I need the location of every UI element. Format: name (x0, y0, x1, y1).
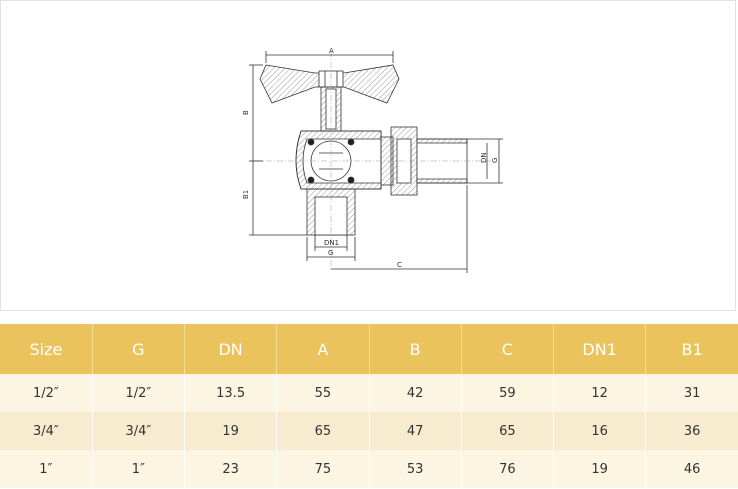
label-G-bottom: G (328, 249, 333, 257)
table-cell: 3/4″ (92, 412, 186, 450)
label-C: C (397, 261, 402, 269)
table-cell: 59 (461, 374, 555, 412)
label-G-right: G (491, 158, 499, 163)
table-cell: 65 (461, 412, 555, 450)
header-size: Size (0, 324, 93, 374)
label-A: A (329, 47, 334, 55)
header-b: B (369, 324, 462, 374)
technical-drawing-panel: A B B1 C DN G DN1 G (0, 0, 736, 311)
label-B: B (242, 110, 250, 115)
specification-table: Size G DN A B C DN1 B1 1/2″ 1/2″ 13.5 55… (0, 324, 738, 488)
table-cell: 1″ (92, 450, 186, 488)
table-cell: 19 (184, 412, 278, 450)
table-header-row: Size G DN A B C DN1 B1 (0, 324, 738, 374)
table-cell: 1/2″ (92, 374, 186, 412)
table-cell: 75 (276, 450, 370, 488)
table-cell: 3/4″ (0, 412, 93, 450)
header-g: G (92, 324, 186, 374)
table-row: 3/4″ 3/4″ 19 65 47 65 16 36 (0, 412, 738, 450)
label-DN: DN (480, 152, 488, 163)
table-cell: 1/2″ (0, 374, 93, 412)
table-cell: 31 (645, 374, 738, 412)
table-cell: 47 (369, 412, 462, 450)
header-b1: B1 (645, 324, 738, 374)
table-cell: 19 (553, 450, 647, 488)
table-cell: 23 (184, 450, 278, 488)
table-cell: 53 (369, 450, 462, 488)
table-cell: 36 (645, 412, 738, 450)
table-cell: 16 (553, 412, 647, 450)
valve-technical-drawing: A B B1 C DN G DN1 G (242, 47, 503, 273)
table-cell: 76 (461, 450, 555, 488)
table-cell: 12 (553, 374, 647, 412)
table-cell: 46 (645, 450, 738, 488)
header-a: A (276, 324, 370, 374)
header-dn: DN (184, 324, 278, 374)
table-cell: 65 (276, 412, 370, 450)
table-cell: 13.5 (184, 374, 278, 412)
table-row: 1″ 1″ 23 75 53 76 19 46 (0, 450, 738, 488)
label-B1: B1 (242, 190, 250, 199)
header-c: C (461, 324, 555, 374)
table-cell: 55 (276, 374, 370, 412)
table-cell: 42 (369, 374, 462, 412)
header-dn1: DN1 (553, 324, 647, 374)
label-DN1: DN1 (324, 239, 339, 247)
table-row: 1/2″ 1/2″ 13.5 55 42 59 12 31 (0, 374, 738, 412)
table-cell: 1″ (0, 450, 93, 488)
